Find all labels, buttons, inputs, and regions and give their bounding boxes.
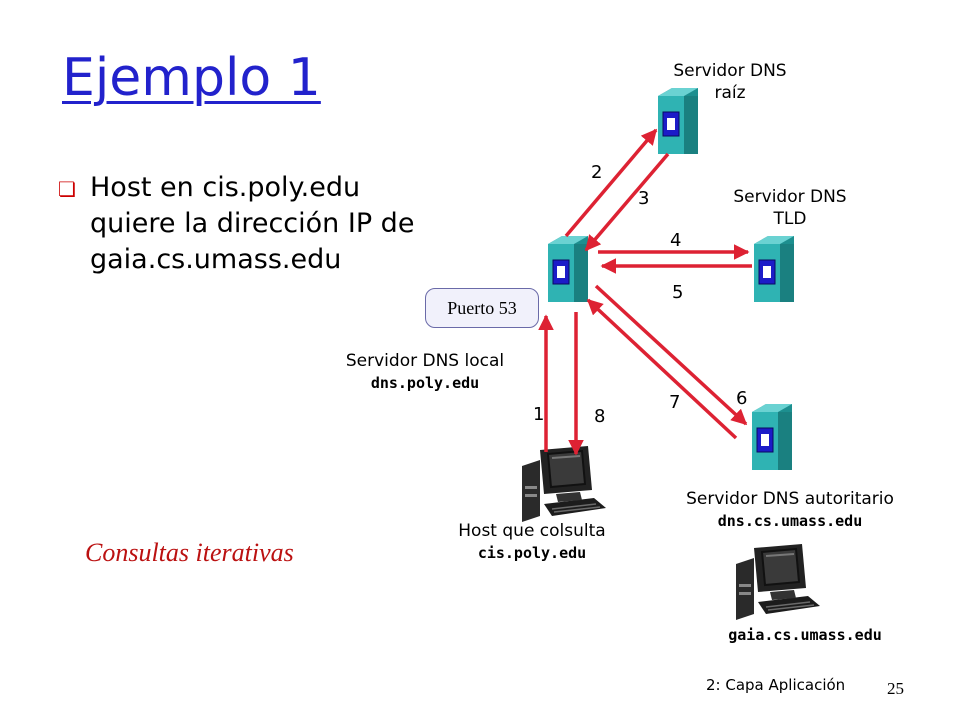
arrow-7	[586, 298, 738, 440]
query-mode-caption: Consultas iterativas	[85, 538, 294, 567]
bullet-marker-icon: ❏	[58, 177, 76, 201]
step-6-label: 6	[736, 388, 748, 409]
step-4-label: 4	[670, 230, 682, 251]
querying-host-label: Host que colsulta cis.poly.edu	[458, 521, 606, 562]
step-7-label: 7	[669, 392, 681, 413]
tld-server-icon	[753, 235, 795, 303]
footer-page-number: 25	[887, 679, 904, 698]
root-server-label: Servidor DNS raíz	[673, 61, 787, 103]
arrow-2	[564, 128, 658, 238]
step-1-label: 1	[533, 404, 545, 425]
target-host-label: gaia.cs.umass.edu	[728, 626, 882, 644]
port-callout: Puerto 53	[425, 288, 539, 328]
authoritative-server-label: Servidor DNS autoritario dns.cs.umass.ed…	[686, 489, 894, 530]
step-8-label: 8	[594, 406, 606, 427]
tld-server-label: Servidor DNS TLD	[733, 187, 847, 229]
arrow-3	[584, 152, 670, 252]
target-host-icon	[735, 543, 821, 621]
step-2-label: 2	[591, 162, 603, 183]
step-5-label: 5	[672, 282, 684, 303]
local-server-icon	[547, 235, 589, 303]
footer-chapter: 2: Capa Aplicación	[706, 676, 846, 694]
slide-title: Ejemplo 1	[62, 48, 321, 108]
bullet-text: Host en cis.poly.edu quiere la dirección…	[90, 172, 415, 275]
authoritative-server-icon	[751, 403, 793, 471]
step-3-label: 3	[638, 188, 650, 209]
querying-host-icon	[521, 445, 607, 523]
arrow-6	[594, 284, 748, 426]
local-server-label: Servidor DNS local dns.poly.edu	[345, 351, 505, 392]
